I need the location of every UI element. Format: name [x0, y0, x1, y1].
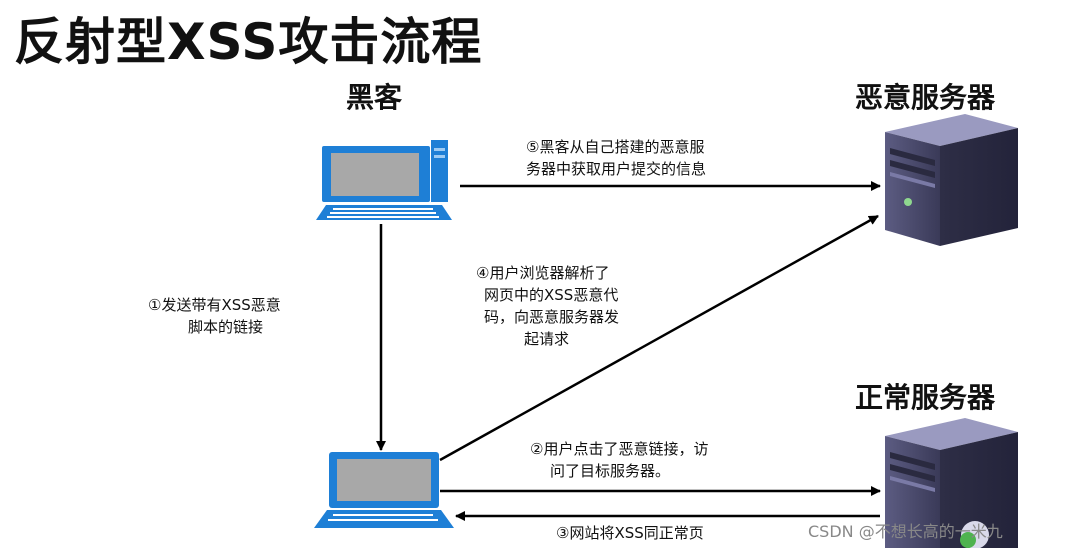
step5-line1: ⑤黑客从自己搭建的恶意服: [526, 138, 705, 156]
malicious-server-icon: [885, 114, 1018, 246]
step5-label: ⑤黑客从自己搭建的恶意服 务器中获取用户提交的信息: [526, 136, 706, 180]
step4-label: ④用户浏览器解析了 网页中的XSS恶意代 码，向恶意服务器发 起请求: [476, 262, 619, 350]
step1-line2: 脚本的链接: [188, 318, 264, 336]
step4-line1: ④用户浏览器解析了: [476, 264, 610, 282]
step2-label: ②用户点击了恶意链接，访 问了目标服务器。: [530, 438, 708, 482]
normal-server-icon: [885, 418, 1018, 548]
step3-line1: ③网站将XSS同正常页: [556, 524, 704, 542]
step1-line1: ①发送带有XSS恶意: [148, 296, 281, 314]
step5-line2: 务器中获取用户提交的信息: [526, 160, 707, 178]
step3-label: ③网站将XSS同正常页: [556, 522, 704, 544]
user-laptop-icon: [314, 452, 454, 528]
hacker-computer-icon: [316, 140, 452, 220]
diagram-title: 反射型XSS攻击流程: [14, 13, 483, 71]
step4-line4: 起请求: [524, 330, 570, 348]
step2-line1: ②用户点击了恶意链接，访: [530, 440, 709, 458]
csdn-watermark: CSDN @不想长高的一米九: [808, 522, 1003, 541]
step1-label: ①发送带有XSS恶意 脚本的链接: [148, 294, 281, 338]
normal-server-label: 正常服务器: [855, 381, 996, 414]
malicious-server-label: 恶意服务器: [855, 81, 996, 114]
step4-line2: 网页中的XSS恶意代: [484, 286, 619, 304]
hacker-label: 黑客: [346, 81, 403, 114]
arrow-step4: [439, 214, 879, 462]
step2-line2: 问了目标服务器。: [550, 462, 671, 480]
step4-line3: 码，向恶意服务器发: [484, 308, 620, 326]
